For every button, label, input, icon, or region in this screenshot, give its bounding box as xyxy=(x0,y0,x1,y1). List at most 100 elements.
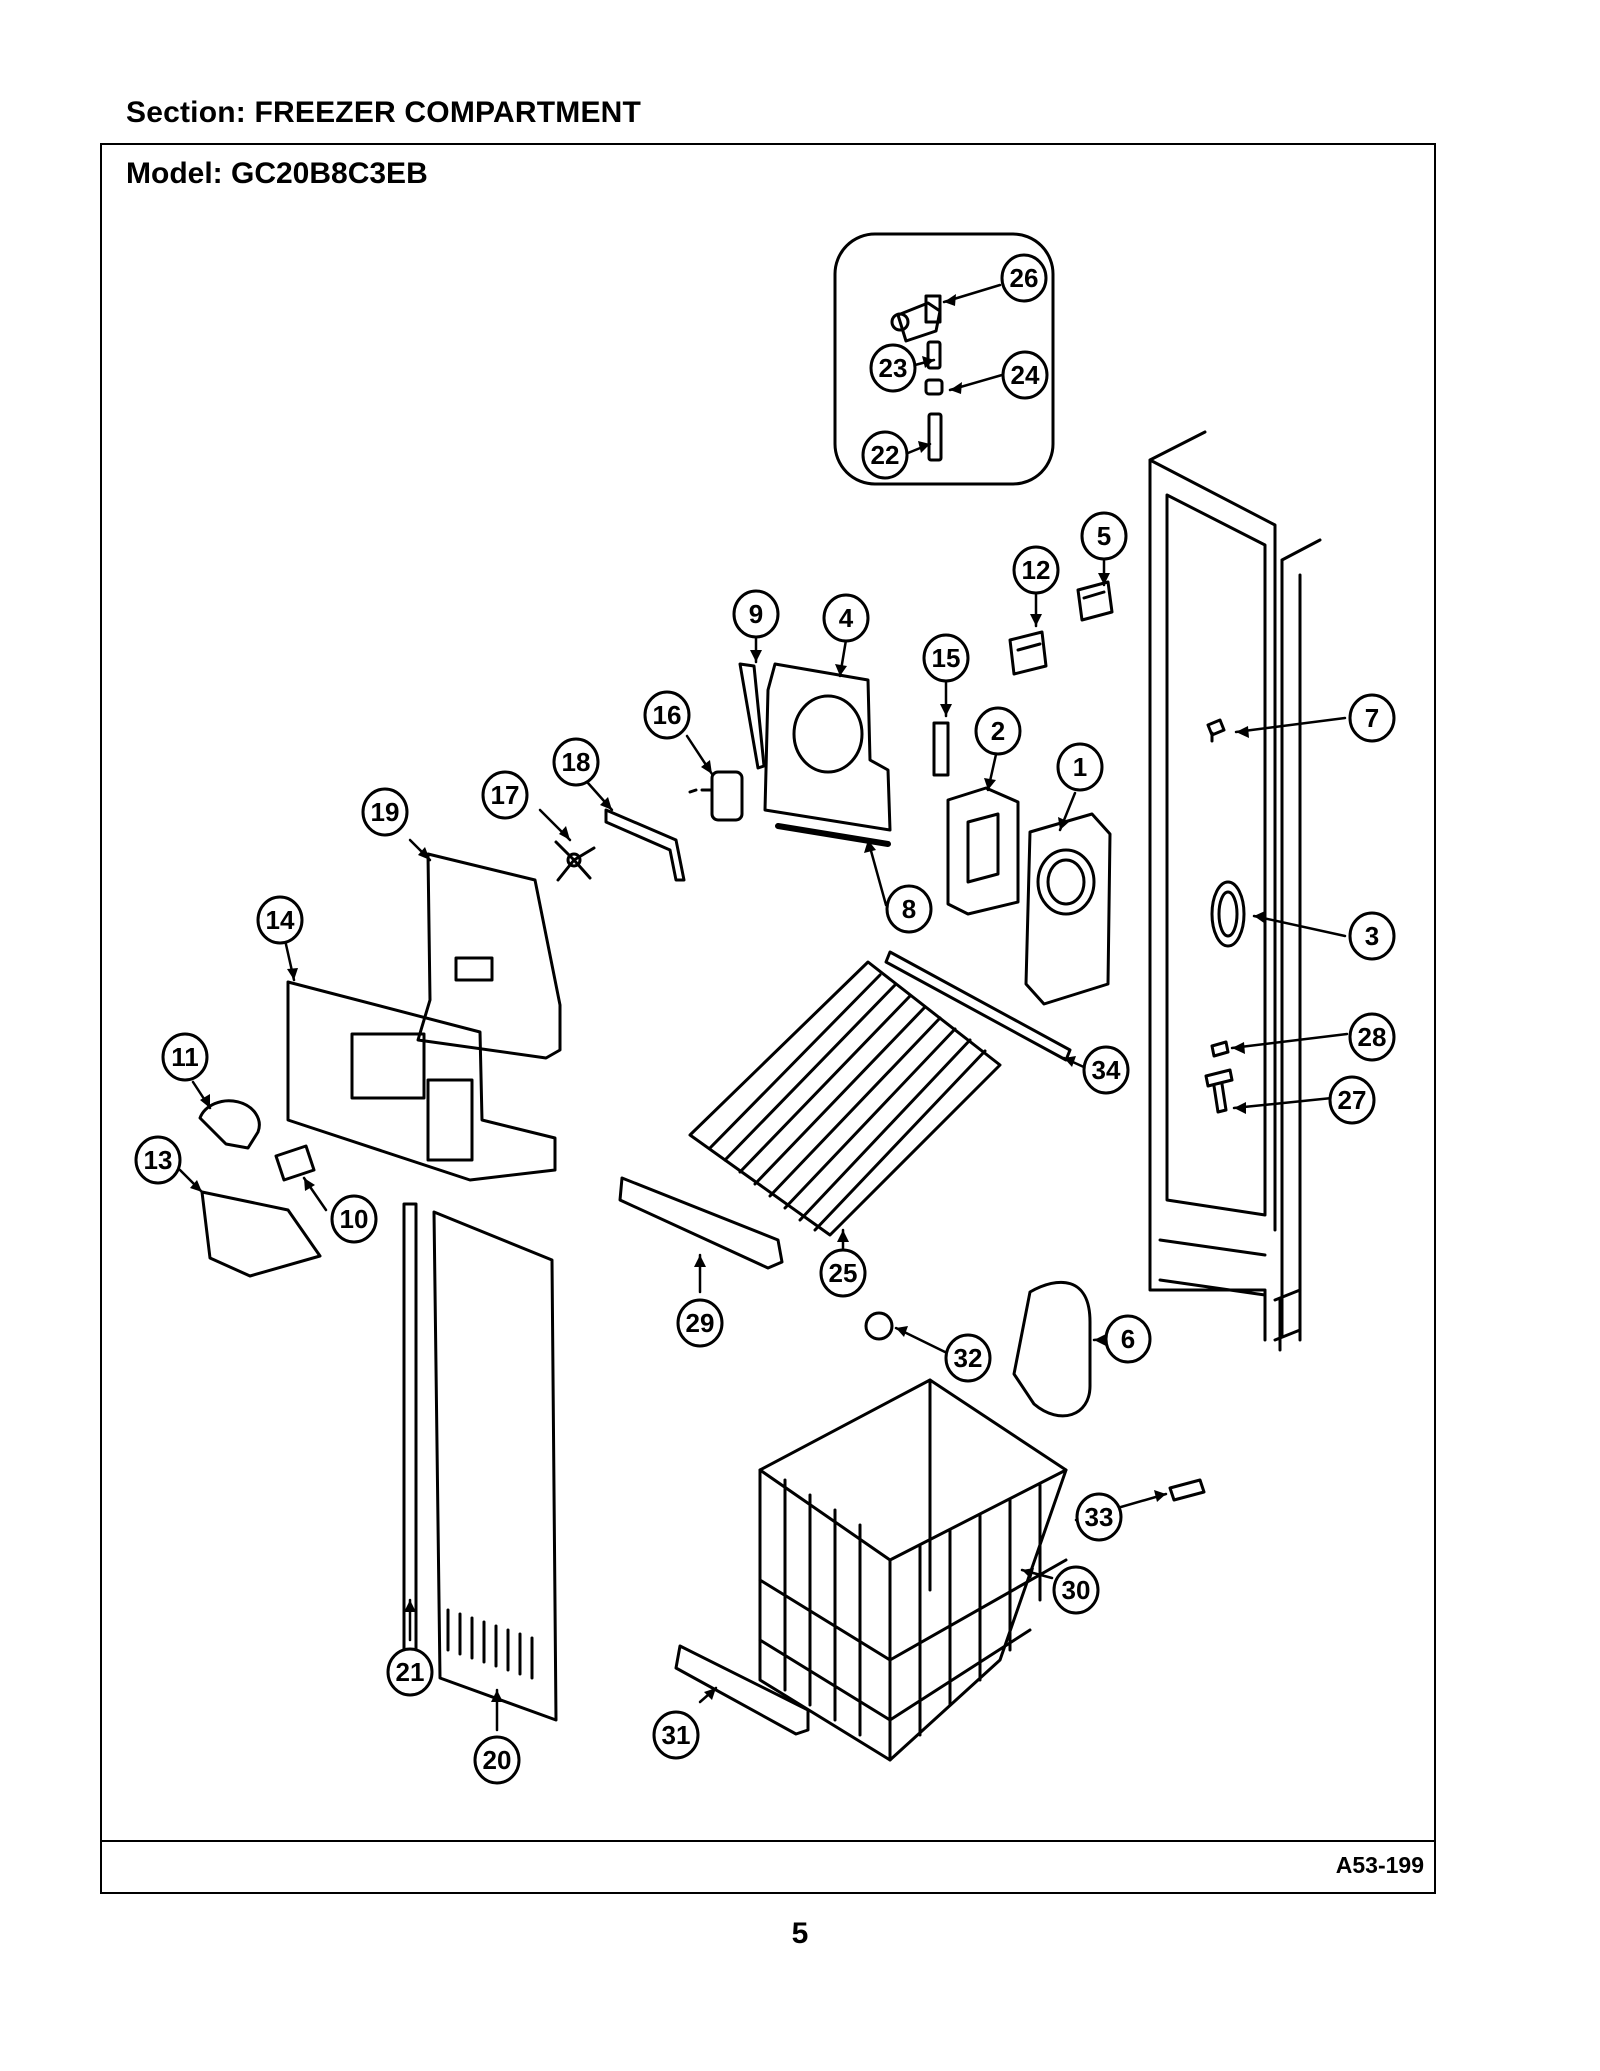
callout-number: 20 xyxy=(483,1745,512,1775)
callout-25: 25 xyxy=(819,1248,867,1298)
model-label: Model: GC20B8C3EB xyxy=(126,157,428,190)
callout-circle xyxy=(386,1647,434,1697)
callout-circle xyxy=(1052,1565,1100,1615)
callout-24: 24 xyxy=(1001,350,1049,400)
screw-part xyxy=(1206,718,1226,743)
callout-16: 16 xyxy=(643,690,691,740)
callout-number: 10 xyxy=(340,1204,369,1234)
callout-number: 30 xyxy=(1062,1575,1091,1605)
callout-22: 22 xyxy=(861,430,909,480)
callout-circle xyxy=(869,343,917,393)
callout-8: 8 xyxy=(885,884,933,934)
callout-number: 25 xyxy=(829,1258,858,1288)
callout-10: 10 xyxy=(330,1194,378,1244)
callout-number: 27 xyxy=(1338,1085,1367,1115)
callout-number: 6 xyxy=(1121,1324,1135,1354)
callout-number: 5 xyxy=(1097,521,1111,551)
callout-number: 7 xyxy=(1365,703,1379,733)
callout-number: 21 xyxy=(396,1657,425,1687)
shelf-front-rail-part xyxy=(618,1176,784,1270)
callout-number: 34 xyxy=(1092,1055,1121,1085)
rod-part xyxy=(738,662,766,770)
evaporator-cover-part xyxy=(416,852,562,1060)
page-number: 5 xyxy=(791,1917,809,1950)
callout-19: 19 xyxy=(361,787,409,837)
callout-20: 20 xyxy=(473,1735,521,1785)
callout-6: 6 xyxy=(1104,1314,1152,1364)
callout-number: 19 xyxy=(371,797,400,827)
callout-number: 22 xyxy=(871,440,900,470)
light-bulb-part xyxy=(198,1099,261,1150)
callout-12: 12 xyxy=(1012,545,1060,595)
callout-circle xyxy=(1080,511,1128,561)
fan-bracket-plate xyxy=(763,662,892,832)
fan-housing-part xyxy=(1024,812,1112,1006)
fan-blade-part xyxy=(554,840,596,882)
callout-circle xyxy=(161,1032,209,1082)
control-cover-part xyxy=(1012,1280,1092,1418)
air-duct-part xyxy=(946,786,1020,916)
callout-number: 18 xyxy=(562,747,591,777)
callout-circle xyxy=(819,1248,867,1298)
inset-detail-box xyxy=(833,232,1055,486)
callout-number: 31 xyxy=(662,1720,691,1750)
callout-circle xyxy=(974,706,1022,756)
callout-number: 16 xyxy=(653,700,682,730)
callout-number: 1 xyxy=(1073,752,1087,782)
callout-circle xyxy=(1056,742,1104,792)
callout-circle xyxy=(1348,911,1396,961)
roller-part xyxy=(864,1311,894,1341)
callout-18: 18 xyxy=(552,737,600,787)
callout-circle xyxy=(1328,1075,1376,1125)
footer-divider xyxy=(100,1840,1436,1842)
callout-circle xyxy=(643,690,691,740)
callout-14: 14 xyxy=(256,895,304,945)
leader-arrowheads xyxy=(190,294,1265,1702)
callout-30: 30 xyxy=(1052,1565,1100,1615)
callout-17: 17 xyxy=(481,770,529,820)
callout-circle xyxy=(473,1735,521,1785)
callout-5: 5 xyxy=(1080,511,1128,561)
callout-number: 8 xyxy=(902,894,916,924)
callout-7: 7 xyxy=(1348,693,1396,743)
callout-number: 24 xyxy=(1011,360,1040,390)
grommet-part xyxy=(1210,880,1246,948)
wire-basket-part xyxy=(758,1378,1068,1762)
callout-number: 14 xyxy=(266,905,295,935)
callout-circle xyxy=(134,1135,182,1185)
callout-circle xyxy=(1012,545,1060,595)
callout-circle xyxy=(1000,253,1048,303)
fan-motor-part xyxy=(688,770,744,822)
callout-33: 33 xyxy=(1075,1492,1123,1542)
callout-number: 29 xyxy=(686,1308,715,1338)
switch-part xyxy=(1076,580,1114,622)
callout-number: 28 xyxy=(1358,1022,1387,1052)
callout-circle xyxy=(732,589,780,639)
callout-circle xyxy=(1082,1045,1130,1095)
ice-maker-fitting-part xyxy=(890,294,944,462)
rear-air-panel-part xyxy=(286,980,557,1182)
callout-circle xyxy=(1001,350,1049,400)
callout-circle xyxy=(861,430,909,480)
callout-circle xyxy=(885,884,933,934)
callout-9: 9 xyxy=(732,589,780,639)
callout-31: 31 xyxy=(652,1710,700,1760)
callout-circle xyxy=(330,1194,378,1244)
diagram-frame xyxy=(100,143,1436,1894)
callout-circle xyxy=(922,633,970,683)
callout-number: 17 xyxy=(491,780,520,810)
callout-29: 29 xyxy=(676,1298,724,1348)
callout-27: 27 xyxy=(1328,1075,1376,1125)
callout-number: 3 xyxy=(1365,921,1379,951)
callout-number: 9 xyxy=(749,599,763,629)
callout-circle xyxy=(361,787,409,837)
callout-13: 13 xyxy=(134,1135,182,1185)
callout-circle xyxy=(1348,1012,1396,1062)
seal-strip-part xyxy=(775,823,891,847)
callout-circle xyxy=(944,1333,992,1383)
callout-21: 21 xyxy=(386,1647,434,1697)
basket-rail-part xyxy=(674,1644,810,1736)
callout-number: 11 xyxy=(171,1042,199,1072)
exploded-parts-diagram: 1234567891011121314151617181920212223242… xyxy=(134,232,1396,1785)
